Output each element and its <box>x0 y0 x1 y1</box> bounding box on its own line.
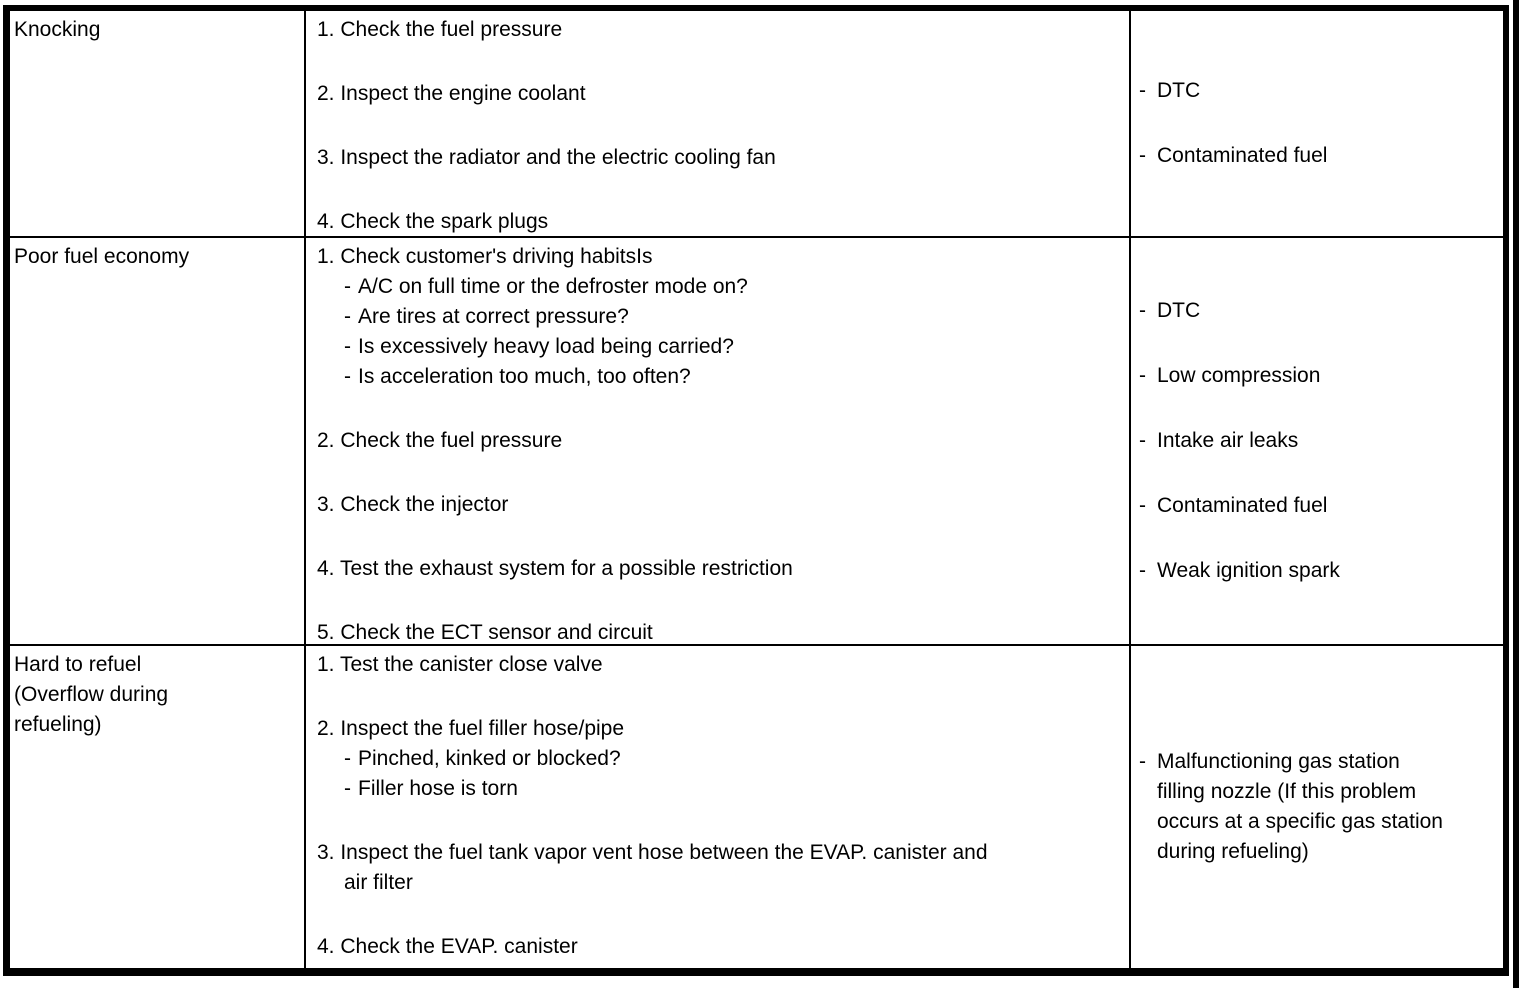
bullet-dash: - <box>1139 429 1146 452</box>
procedure-substep: -Filler hose is torn <box>344 774 1125 804</box>
causes-cell: -DTC-Low compression-Intake air leaks-Co… <box>1131 238 1503 646</box>
bullet-dash: - <box>344 747 351 770</box>
symptom-text: (Overflow during <box>14 683 169 706</box>
procedure-step-line: 2. Check the fuel pressure <box>317 429 563 452</box>
symptom-text: Hard to refuel <box>14 653 142 676</box>
cause-text: Contaminated fuel <box>1157 494 1328 517</box>
cause-text: Weak ignition spark <box>1157 559 1340 582</box>
procedure-step: 5. Check the ECT sensor and circuit <box>317 618 1125 644</box>
procedure-step-line: air filter <box>344 871 413 894</box>
procedure-step-line: 4. Test the exhaust system for a possibl… <box>317 557 793 580</box>
cause-text: Contaminated fuel <box>1157 144 1328 167</box>
procedure-step-line: 3. Inspect the fuel tank vapor vent hose… <box>317 841 988 864</box>
symptom-cell: Hard to refuel (Overflow during refueling) <box>10 646 306 968</box>
bullet-dash: - <box>344 777 351 800</box>
procedure-step: 1. Check customer's driving habitsIs-A/C… <box>317 242 1125 392</box>
procedure-step: 1. Test the canister close valve <box>317 650 1125 680</box>
procedure-step-line: 2. Inspect the fuel filler hose/pipe <box>317 717 625 740</box>
symptom-text: refueling) <box>14 713 102 736</box>
procedure-substep-text: Are tires at correct pressure? <box>358 305 629 328</box>
cause-text: Malfunctioning gas station <box>1157 750 1400 773</box>
page-edge-line <box>1513 0 1519 988</box>
cause-item: -Contaminated fuel <box>1139 491 1499 521</box>
cause-text: Low compression <box>1157 364 1321 387</box>
bullet-dash: - <box>1139 299 1146 322</box>
procedure-substep: -Are tires at correct pressure? <box>344 302 1125 332</box>
procedure-step-line: 3. Check the injector <box>317 493 509 516</box>
procedure-step-line: 1. Check customer's driving habitsIs <box>317 245 653 268</box>
bullet-dash: - <box>1139 364 1146 387</box>
cause-item: -DTC <box>1139 296 1499 326</box>
bullet-dash: - <box>1139 559 1146 582</box>
procedure-step-line: 4. Check the EVAP. canister <box>317 935 578 958</box>
bullet-dash: - <box>344 305 351 328</box>
bullet-dash: - <box>344 365 351 388</box>
procedure-step: 3. Inspect the radiator and the electric… <box>317 143 1125 173</box>
procedure-step-line: 1. Test the canister close valve <box>317 653 603 676</box>
procedure-cell: 1. Check the fuel pressure 2. Inspect the… <box>306 11 1131 238</box>
symptom-text: Knocking <box>14 18 101 41</box>
bullet-dash: - <box>344 275 351 298</box>
procedure-step: 2. Check the fuel pressure <box>317 426 1125 456</box>
procedure-step: 4. Check the spark plugs <box>317 207 1125 236</box>
bullet-dash: - <box>1139 79 1146 102</box>
cause-item: -Intake air leaks <box>1139 426 1499 456</box>
procedure-cell: 1. Test the canister close valve 2. Inspe… <box>306 646 1131 968</box>
cause-text: occurs at a specific gas station <box>1157 810 1443 833</box>
cause-item: -DTC <box>1139 76 1499 106</box>
cause-text: during refueling) <box>1157 840 1309 863</box>
procedure-step-line: 4. Check the spark plugs <box>317 210 549 233</box>
procedure-step: 2. Inspect the fuel filler hose/pipe -Pin… <box>317 714 1125 804</box>
procedure-substep: -Is acceleration too much, too often? <box>344 362 1125 392</box>
cause-item: -Malfunctioning gas station filling nozzl… <box>1139 747 1499 867</box>
procedure-step: 4. Test the exhaust system for a possibl… <box>317 554 1125 584</box>
procedure-substep-text: Is acceleration too much, too often? <box>358 365 691 388</box>
cause-text: DTC <box>1157 79 1201 102</box>
procedure-substep-text: Is excessively heavy load being carried? <box>358 335 734 358</box>
symptom-cell: Poor fuel economy <box>10 238 306 646</box>
procedure-step: 2. Inspect the engine coolant <box>317 79 1125 109</box>
procedure-step: 3. Check the injector <box>317 490 1125 520</box>
bullet-dash: - <box>1139 750 1146 773</box>
procedure-step-line: 3. Inspect the radiator and the electric… <box>317 146 776 169</box>
procedure-step-line: 5. Check the ECT sensor and circuit <box>317 621 653 644</box>
cause-text: DTC <box>1157 299 1201 322</box>
procedure-substep: -A/C on full time or the defroster mode … <box>344 272 1125 302</box>
bullet-dash: - <box>344 335 351 358</box>
procedure-substep-text: Pinched, kinked or blocked? <box>358 747 621 770</box>
cause-text: filling nozzle (If this problem <box>1157 780 1417 803</box>
cause-text: Intake air leaks <box>1157 429 1299 452</box>
cause-item: -Low compression <box>1139 361 1499 391</box>
bullet-dash: - <box>1139 494 1146 517</box>
symptom-text: Poor fuel economy <box>14 245 190 268</box>
procedure-cell: 1. Check customer's driving habitsIs-A/C… <box>306 238 1131 646</box>
symptom-cell: Knocking <box>10 11 306 238</box>
cause-item: -Contaminated fuel <box>1139 141 1499 171</box>
procedure-substep: -Pinched, kinked or blocked? <box>344 744 1125 774</box>
causes-cell: -DTC-Contaminated fuel <box>1131 11 1503 238</box>
procedure-substep: -Is excessively heavy load being carried… <box>344 332 1125 362</box>
procedure-step-line: 2. Inspect the engine coolant <box>317 82 586 105</box>
causes-cell: -Malfunctioning gas station filling nozzl… <box>1131 646 1503 968</box>
procedure-step: 4. Check the EVAP. canister <box>317 932 1125 962</box>
procedure-step: 3. Inspect the fuel tank vapor vent hose… <box>317 838 1125 898</box>
bullet-dash: - <box>1139 144 1146 167</box>
procedure-substep-text: A/C on full time or the defroster mode o… <box>358 275 748 298</box>
troubleshooting-table: Knocking 1. Check the fuel pressure 2. Ins… <box>3 5 1509 976</box>
cause-item: -Weak ignition spark <box>1139 556 1499 586</box>
procedure-step-line: 1. Check the fuel pressure <box>317 18 563 41</box>
procedure-substep-text: Filler hose is torn <box>358 777 518 800</box>
procedure-step: 1. Check the fuel pressure <box>317 15 1125 45</box>
